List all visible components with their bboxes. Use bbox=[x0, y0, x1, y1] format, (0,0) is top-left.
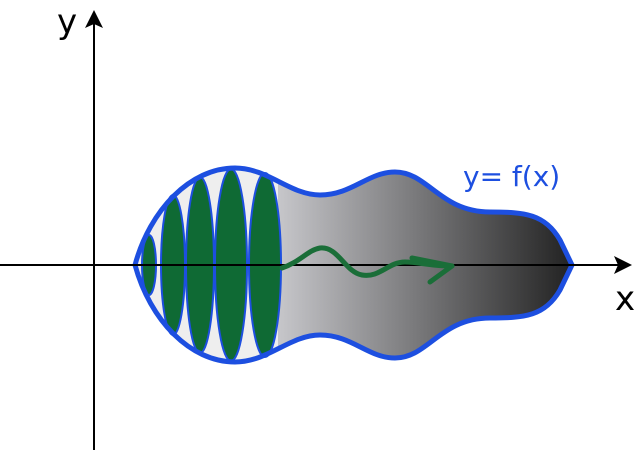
x-axis-label: x bbox=[615, 279, 635, 319]
curve-label: y= f(x) bbox=[463, 160, 560, 193]
y-axis-label: y bbox=[57, 2, 77, 42]
